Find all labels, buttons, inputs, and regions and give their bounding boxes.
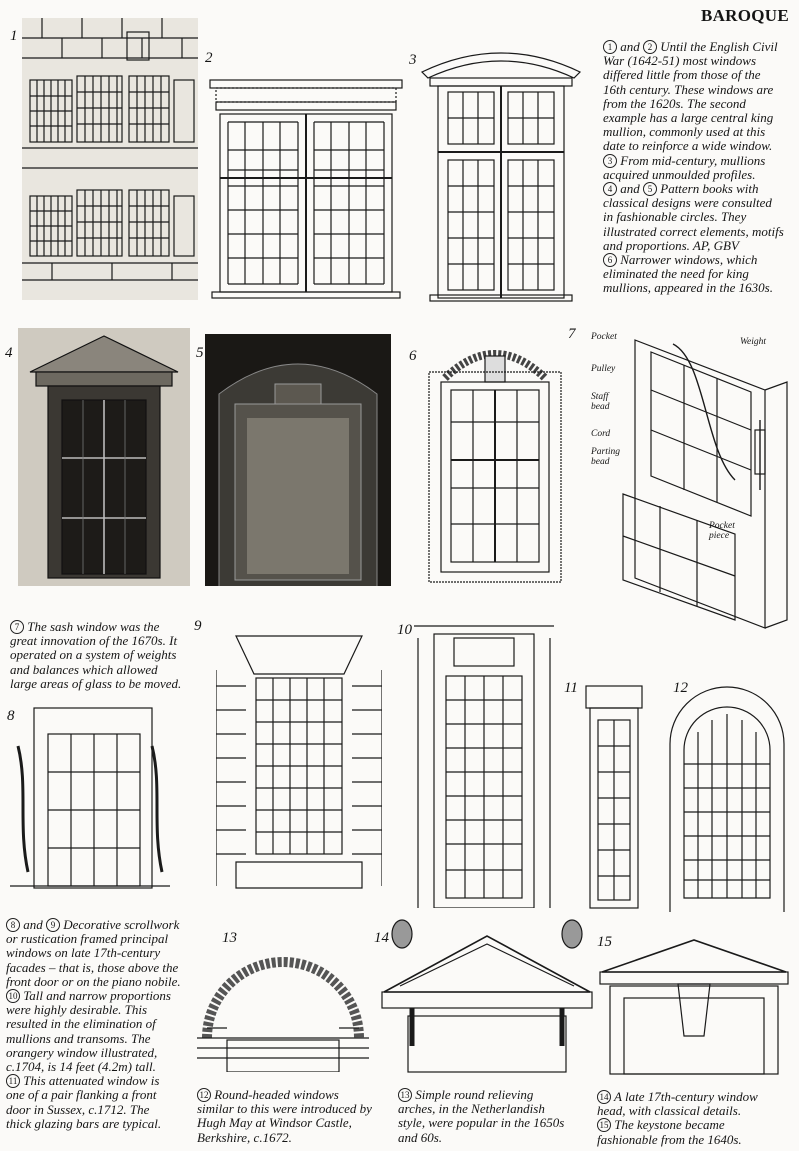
pattern-book-arch-window-illustration — [205, 334, 391, 586]
section-title: BAROQUE — [700, 6, 789, 25]
figure-number: 9 — [194, 618, 202, 634]
weight-label: Weight — [740, 337, 767, 347]
parting-bead-label: Parting bead — [591, 447, 621, 467]
orangery-window-illustration — [414, 625, 554, 908]
figure-number: 11 — [564, 680, 578, 696]
staff-bead-label: Staff bead — [591, 392, 610, 412]
relieving-arch-illustration — [197, 957, 369, 1072]
scrollwork-window-illustration — [10, 707, 170, 889]
narrow-window-illustration — [428, 350, 562, 583]
caption-figures-14-15: 14 A late 17th-century window head, with… — [597, 1089, 758, 1147]
pocket-piece-label: Pocket piece — [709, 521, 735, 541]
figure-number: 15 — [597, 934, 612, 950]
figure-number: 2 — [205, 50, 213, 66]
classical-window-head-illustration — [381, 919, 593, 1073]
caption-figure-7: 7 The sash window was the great innovati… — [10, 619, 182, 691]
bay-window-illustration — [22, 18, 198, 300]
figure-number: 6 — [409, 348, 417, 364]
king-mullion-window-illustration — [209, 79, 403, 299]
figure-number: 12 — [673, 680, 688, 696]
pulley-label: Pulley — [591, 364, 616, 374]
figure-number: 8 — [7, 708, 15, 724]
figure-number: 14 — [374, 930, 389, 946]
pattern-book-window-illustration — [18, 328, 190, 586]
caption-figure-12: 12 Round-headed windows similar to this … — [197, 1087, 372, 1145]
round-headed-window-illustration — [669, 686, 785, 912]
caption-figures-8-11: 8 and 9 Decorative scrollwork or rustica… — [6, 917, 181, 1131]
figure-number: 7 — [568, 326, 576, 342]
rusticated-window-illustration — [216, 635, 382, 889]
figure-number: 3 — [409, 52, 417, 68]
pocket-label: Pocket — [591, 332, 617, 342]
cord-label: Cord — [591, 429, 611, 439]
figure-number: 5 — [196, 345, 204, 361]
caption-figures-1-6: 1 and 2 Until the English Civil War (164… — [603, 39, 784, 296]
figure-number: 1 — [10, 28, 18, 44]
figure-number: 13 — [222, 930, 237, 946]
unmoulded-mullion-window-illustration — [420, 52, 582, 302]
figure-number: 4 — [5, 345, 13, 361]
keystone-window-head-illustration — [599, 939, 789, 1075]
attenuated-window-illustration — [585, 685, 643, 909]
caption-figure-13: 13 Simple round relieving arches, in the… — [398, 1087, 565, 1145]
figure-number: 10 — [397, 622, 412, 638]
sash-window-diagram — [622, 339, 788, 629]
